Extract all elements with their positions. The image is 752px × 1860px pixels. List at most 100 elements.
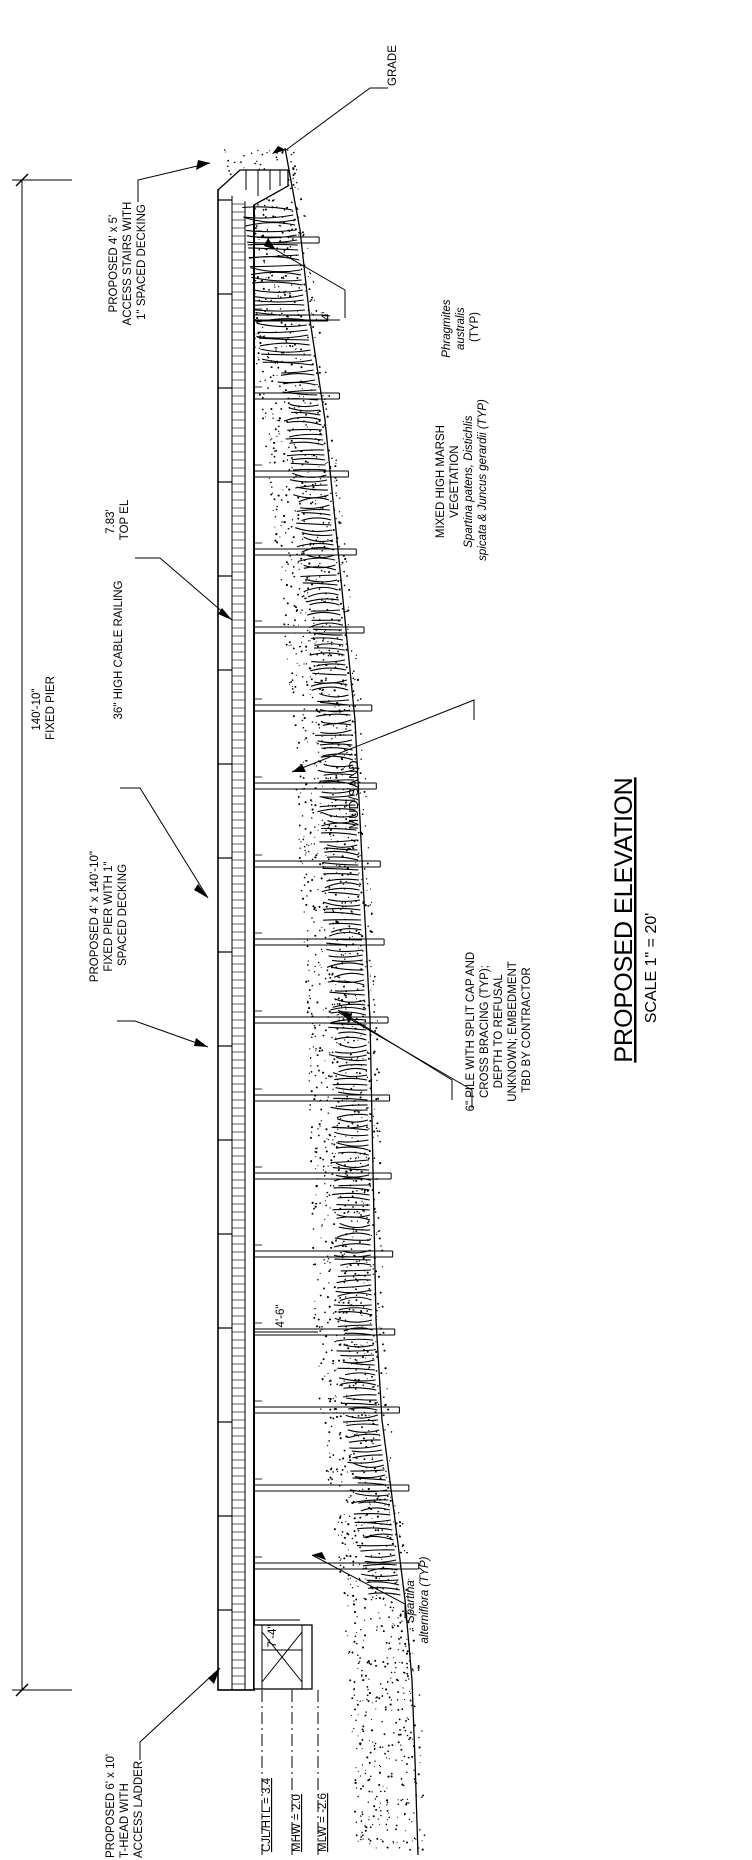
- stipple-dot: [371, 1791, 373, 1793]
- stipple-dot: [375, 1492, 378, 1495]
- stipple-dot: [356, 1343, 358, 1346]
- stipple-dot: [306, 895, 308, 897]
- grass-blade: [282, 381, 316, 386]
- stipple-dot: [374, 1766, 376, 1768]
- stipple-dot: [348, 1456, 351, 1459]
- stipple-dot: [370, 1729, 374, 1732]
- grass-blade: [320, 755, 354, 761]
- stipple-dot: [299, 775, 302, 778]
- stipple-dot: [406, 1802, 408, 1804]
- stipple-dot: [390, 1636, 393, 1638]
- stipple-dot: [419, 1762, 421, 1764]
- stipple-dot: [320, 812, 322, 814]
- stipple-dot: [352, 690, 355, 693]
- stipple-dot: [311, 878, 314, 882]
- stipple-dot: [340, 1005, 343, 1008]
- stipple-dot: [285, 570, 287, 572]
- stipple-dot: [298, 838, 300, 840]
- stipple-dot: [314, 336, 316, 339]
- stipple-dot: [300, 650, 303, 653]
- grass-blade: [331, 1126, 369, 1131]
- stipple-dot: [300, 889, 303, 892]
- stipple-dot: [349, 1495, 352, 1497]
- stipple-dot: [278, 433, 280, 435]
- stipple-dot: [336, 1383, 339, 1386]
- grass-blade: [340, 1354, 375, 1357]
- stipple-dot: [320, 1237, 322, 1239]
- stipple-dot: [363, 1348, 365, 1351]
- stipple-dot: [267, 387, 269, 389]
- stipple-dot: [269, 462, 271, 464]
- stipple-dot: [384, 1706, 387, 1708]
- stipple-dot: [355, 1202, 357, 1204]
- stipple-dot: [388, 1816, 390, 1819]
- stipple-dot: [266, 308, 269, 310]
- stipple-dot: [386, 1819, 388, 1821]
- stipple-dot: [319, 562, 321, 565]
- stipple-dot: [322, 395, 324, 397]
- stipple-dot: [309, 300, 312, 302]
- grass-blade: [328, 891, 360, 896]
- stipple-dot: [315, 909, 317, 911]
- stipple-dot: [411, 1755, 414, 1758]
- stipple-dot: [356, 1631, 358, 1633]
- stipple-dot: [423, 1834, 426, 1837]
- stipple-dot: [318, 649, 320, 651]
- stipple-dot: [321, 1049, 324, 1052]
- stipple-dot: [347, 1533, 350, 1536]
- stipple-dot: [394, 1545, 397, 1548]
- stipple-dot: [307, 980, 310, 982]
- stipple-dot: [387, 1521, 389, 1523]
- stipple-dot: [288, 488, 291, 491]
- stipple-dot: [336, 871, 338, 873]
- stipple-dot: [258, 248, 261, 251]
- stipple-dot: [318, 1049, 321, 1053]
- stipple-dot: [364, 1560, 366, 1563]
- stipple-dot: [357, 1840, 359, 1842]
- grass-blade: [320, 827, 357, 831]
- stipple-dot: [345, 648, 348, 651]
- stipple-dot: [330, 1164, 332, 1167]
- stipple-dot: [369, 1179, 371, 1181]
- stipple-dot: [415, 1838, 417, 1840]
- stipple-dot: [408, 1690, 411, 1693]
- stipple-dot: [318, 974, 320, 976]
- stipple-dot: [327, 778, 329, 780]
- stipple-dot: [329, 1452, 331, 1454]
- stipple-dot: [373, 1010, 376, 1013]
- grass-blade: [288, 398, 319, 401]
- stipple-dot: [308, 640, 310, 642]
- stipple-dot: [316, 1065, 319, 1067]
- stipple-dot: [403, 1698, 406, 1701]
- stipple-dot: [336, 1471, 338, 1473]
- stipple-dot: [336, 1082, 339, 1085]
- stipple-dot: [347, 1549, 349, 1551]
- stipple-dot: [328, 973, 331, 976]
- stipple-dot: [300, 348, 302, 351]
- stipple-dot: [303, 717, 306, 720]
- stipple-dot: [344, 1272, 347, 1275]
- stipple-dot: [296, 413, 298, 415]
- stipple-dot: [351, 672, 354, 675]
- stipple-dot: [320, 494, 322, 496]
- stipple-dot: [401, 1522, 404, 1525]
- stipple-dot: [361, 1764, 364, 1766]
- stipple-dot: [354, 1378, 356, 1381]
- grass-blade: [334, 998, 366, 1003]
- stipple-dot: [266, 229, 269, 231]
- stipple-dot: [371, 1702, 373, 1704]
- stipple-dot: [361, 1524, 363, 1526]
- stipple-dot: [287, 623, 290, 626]
- stipple-dot: [286, 602, 289, 605]
- stipple-dot: [344, 979, 346, 981]
- stipple-dot: [334, 1310, 337, 1313]
- stipple-dot: [338, 644, 341, 647]
- stipple-dot: [355, 929, 358, 932]
- grass-blade: [329, 991, 365, 996]
- stipple-dot: [336, 1061, 339, 1064]
- stipple-dot: [345, 1630, 347, 1632]
- stipple-dot: [300, 557, 303, 560]
- stipple-dot: [358, 882, 360, 884]
- stipple-dot: [332, 528, 335, 532]
- stipple-dot: [348, 1652, 350, 1654]
